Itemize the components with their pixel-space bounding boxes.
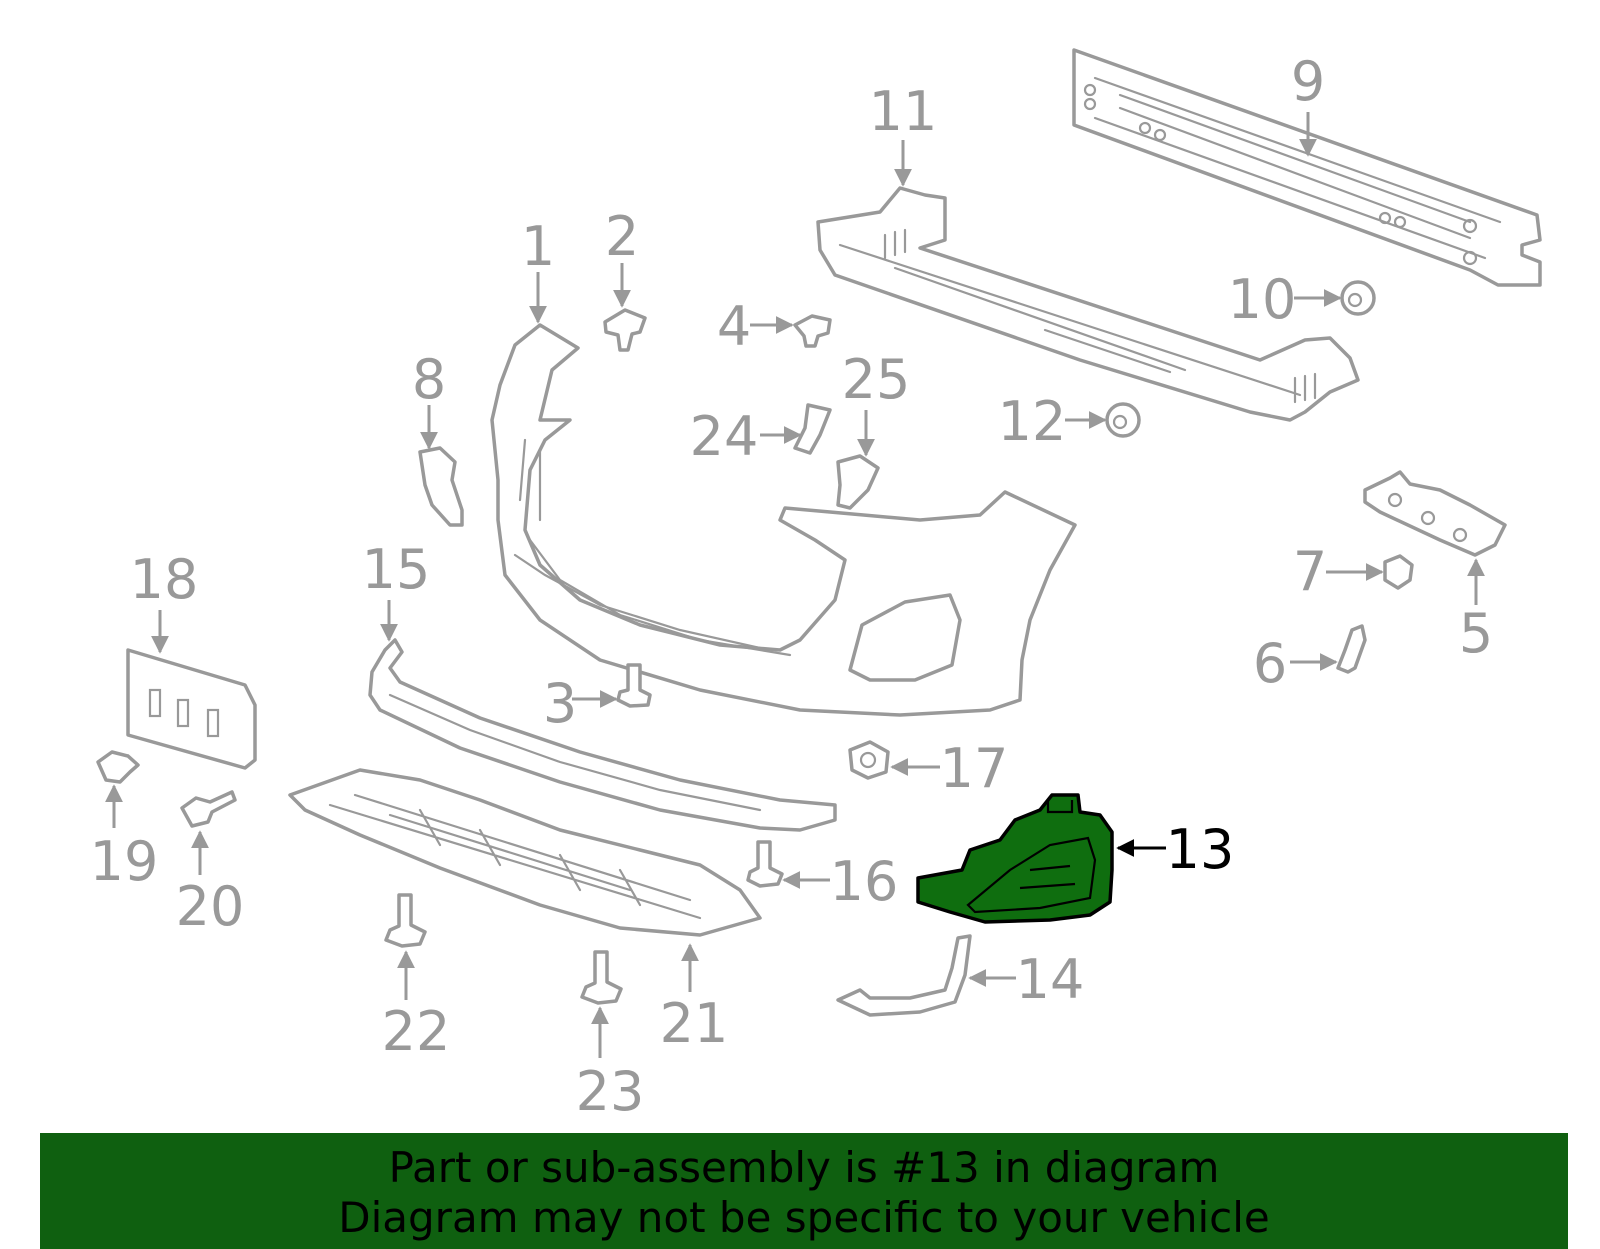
part-18-sensor-bracket (126, 648, 257, 770)
part-8-bracket (418, 446, 464, 527)
part-2-clip (603, 308, 647, 352)
info-banner: Part or sub-assembly is #13 in diagram D… (40, 1133, 1568, 1249)
callout-23: 23 (576, 1060, 645, 1123)
callout-21: 21 (660, 992, 729, 1055)
callout-15: 15 (362, 538, 431, 601)
callout-14: 14 (1016, 948, 1085, 1011)
part-12-bolt (1105, 402, 1141, 438)
callout-2: 2 (605, 205, 639, 268)
part-10-bolt (1340, 280, 1376, 316)
part-11-bumper-reinforcement (816, 186, 1360, 422)
callout-8: 8 (412, 348, 446, 411)
callout-22: 22 (382, 1000, 451, 1063)
callout-24: 24 (690, 405, 759, 468)
part-24-clip (793, 403, 832, 455)
part-16-screw (746, 840, 784, 888)
part-17-nut (848, 740, 890, 780)
part-3-screw (616, 663, 652, 708)
callout-12: 12 (998, 390, 1067, 453)
callout-17: 17 (940, 737, 1009, 800)
callout-20: 20 (176, 875, 245, 938)
callout-7: 7 (1293, 540, 1327, 603)
leader-lines (105, 112, 1485, 1058)
callout-18: 18 (130, 548, 199, 611)
part-4-push-pin (793, 314, 832, 348)
callout-4: 4 (717, 295, 751, 358)
part-22-screw (384, 893, 427, 948)
part-6-screw (1336, 624, 1367, 674)
part-1-bumper-cover (490, 323, 1077, 717)
part-15-lower-strip (368, 638, 837, 832)
callout-13: 13 (1166, 818, 1235, 881)
callout-11: 11 (869, 80, 938, 143)
part-14-trim-strip (836, 934, 972, 1017)
callout-19: 19 (90, 830, 159, 893)
part-23-screw (580, 950, 623, 1005)
banner-line-2: Diagram may not be specific to your vehi… (338, 1193, 1270, 1242)
part-21-splash-shield (288, 768, 762, 937)
callout-10: 10 (1228, 268, 1297, 331)
callout-16: 16 (830, 850, 899, 913)
part-19-push-pin (96, 750, 140, 784)
part-7-nut (1383, 554, 1414, 590)
part-13-fog-lamp-bezel (916, 793, 1114, 924)
callout-3: 3 (543, 672, 577, 735)
callout-6: 6 (1253, 632, 1287, 695)
part-20-bolt (180, 790, 237, 828)
part-9-impact-bar (1072, 48, 1542, 287)
callout-25: 25 (842, 348, 911, 411)
part-5-side-bracket (1363, 470, 1507, 557)
callout-1: 1 (521, 215, 555, 278)
banner-line-1: Part or sub-assembly is #13 in diagram (388, 1143, 1220, 1192)
callout-5: 5 (1459, 602, 1493, 665)
callout-9: 9 (1291, 50, 1325, 113)
part-25-retainer (836, 454, 880, 510)
callout-labels: 1 2 3 4 5 6 7 8 9 10 11 12 13 14 15 16 1… (90, 50, 1494, 1123)
